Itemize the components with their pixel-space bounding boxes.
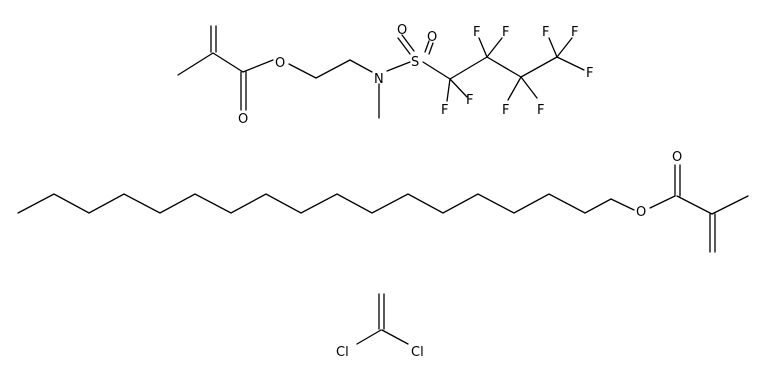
atom-fluorine-1: F — [441, 103, 448, 118]
bonds-molecule-1 — [177, 25, 585, 119]
atom-fluorine-4: F — [502, 25, 509, 40]
bonds-molecule-3 — [356, 293, 409, 345]
atom-chlorine-2: Cl — [411, 345, 424, 360]
atom-ester-oxygen: O — [275, 56, 285, 71]
atom-chlorine-1: Cl — [336, 345, 349, 360]
atom-fluorine-5: F — [502, 103, 509, 118]
atom-fluorine-2: F — [466, 93, 473, 108]
atom-sulfur: S — [411, 55, 419, 70]
molecule-stearyl-methacrylate: O O — [17, 150, 749, 253]
bonds-molecule-2 — [17, 164, 749, 253]
molecule-fluoro-sulfonamide-methacrylate: O O N S O O F F F F F F F F F — [177, 23, 593, 127]
atom-fluorine-6: F — [537, 103, 544, 118]
atom-fluorine-3: F — [473, 25, 480, 40]
atom-sulfonyl-oxygen-1: O — [397, 23, 407, 38]
atom-carbonyl-oxygen: O — [238, 112, 248, 127]
atom-fluorine-8: F — [571, 25, 578, 40]
atom-nitrogen: N — [374, 72, 384, 87]
atom-carbonyl-oxygen-2: O — [672, 150, 682, 165]
atom-ester-oxygen-2: O — [636, 205, 646, 220]
bond-alkyl-oxygen — [610, 198, 635, 211]
atom-fluorine-7: F — [542, 25, 549, 40]
atom-fluorine-9: F — [586, 66, 593, 81]
atom-sulfonyl-oxygen-2: O — [427, 30, 437, 45]
molecule-vinylidene-chloride: Cl Cl — [336, 293, 424, 360]
